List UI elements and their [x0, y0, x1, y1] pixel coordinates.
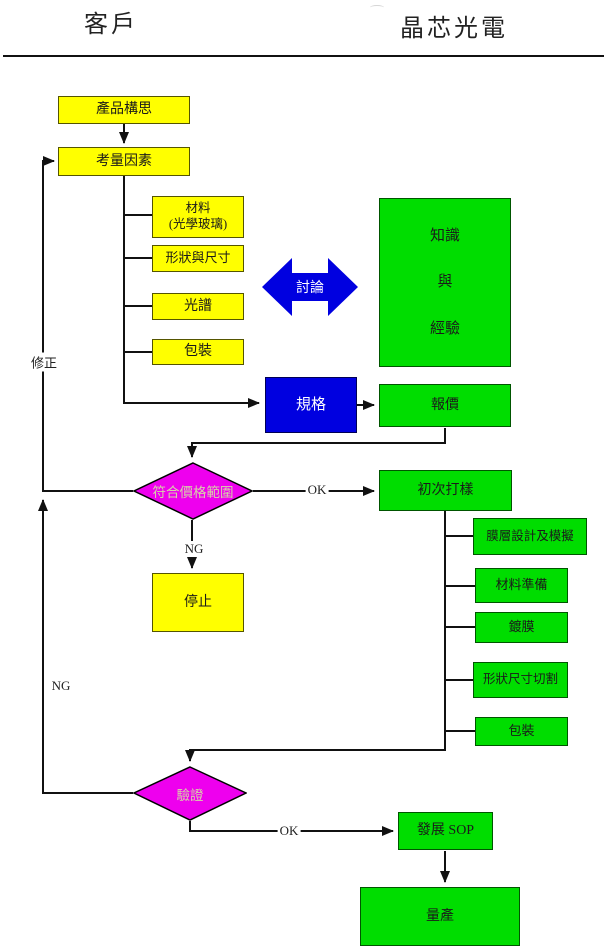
node-film-design: 膜層設計及模擬 [473, 518, 587, 555]
node-quotation: 報價 [379, 384, 511, 427]
node-label-line2: 與 [437, 274, 453, 291]
node-label-line2: (光學玻璃) [168, 217, 228, 231]
node-label: 發展 SOP [416, 823, 475, 839]
node-label: 材料準備 [495, 577, 548, 593]
diamond-shape [133, 462, 253, 520]
header-customer: 客戶 [84, 12, 138, 38]
node-material: 材料 (光學玻璃) [152, 196, 244, 238]
node-packaging-requirement: 包裝 [152, 339, 244, 365]
node-specification: 規格 [265, 377, 357, 433]
node-label: 報價 [431, 397, 459, 413]
node-label: 形狀尺寸切割 [482, 672, 558, 687]
node-packaging-step: 包裝 [475, 717, 568, 746]
node-label: 考量因素 [96, 153, 152, 169]
node-label: 光譜 [184, 298, 212, 314]
edge-label-ok-right: OK [305, 482, 329, 498]
node-material-prep: 材料準備 [475, 568, 568, 603]
edge-label-ng-left: NG [49, 678, 73, 694]
discussion-arrow: 討論 [262, 258, 358, 316]
decision-verification: 驗證 [133, 766, 247, 821]
node-shape-size: 形狀與尺寸 [152, 245, 244, 272]
node-label: 形狀與尺寸 [165, 250, 231, 266]
node-label-line1: 知識 [429, 227, 460, 244]
node-develop-sop: 發展 SOP [398, 812, 493, 850]
node-mass-production: 量產 [360, 887, 520, 946]
node-product-concept: 產品構思 [58, 96, 190, 124]
node-label: 停止 [184, 594, 212, 610]
edge-label-revise: 修正 [28, 352, 60, 372]
decision-price-check: 符合價格範圍 [133, 462, 253, 520]
node-label-line1: 材料 [185, 201, 211, 216]
node-label: 產品構思 [96, 102, 152, 118]
node-label: 初次打樣 [417, 482, 474, 498]
scan-smudge [370, 5, 384, 10]
node-spectrum: 光譜 [152, 293, 244, 320]
node-considerations: 考量因素 [58, 147, 190, 176]
node-label: 規格 [295, 396, 326, 413]
edge-label-ok-bottom: OK [277, 823, 301, 839]
node-cutting: 形狀尺寸切割 [473, 662, 568, 698]
node-label-line3: 經驗 [429, 320, 460, 337]
discussion-label: 討論 [296, 281, 324, 296]
node-knowledge-experience: 知識 與 經驗 [379, 198, 511, 367]
header-company: 晶芯光電 [400, 16, 508, 42]
node-label: 包裝 [184, 344, 212, 360]
node-coating: 鍍膜 [475, 612, 568, 643]
edge-label-ng-mid: NG [182, 541, 206, 557]
node-first-sample: 初次打樣 [379, 470, 512, 511]
node-label: 鍍膜 [508, 619, 535, 635]
node-label: 量產 [426, 908, 454, 924]
node-stop: 停止 [152, 573, 244, 632]
header-divider [3, 55, 604, 57]
decision-label: 驗證 [176, 787, 204, 803]
decision-label: 符合價格範圍 [152, 485, 234, 500]
double-arrow-icon [262, 258, 358, 316]
node-label: 膜層設計及模擬 [486, 528, 574, 543]
diamond-shape [133, 766, 247, 821]
node-label: 包裝 [508, 723, 535, 739]
